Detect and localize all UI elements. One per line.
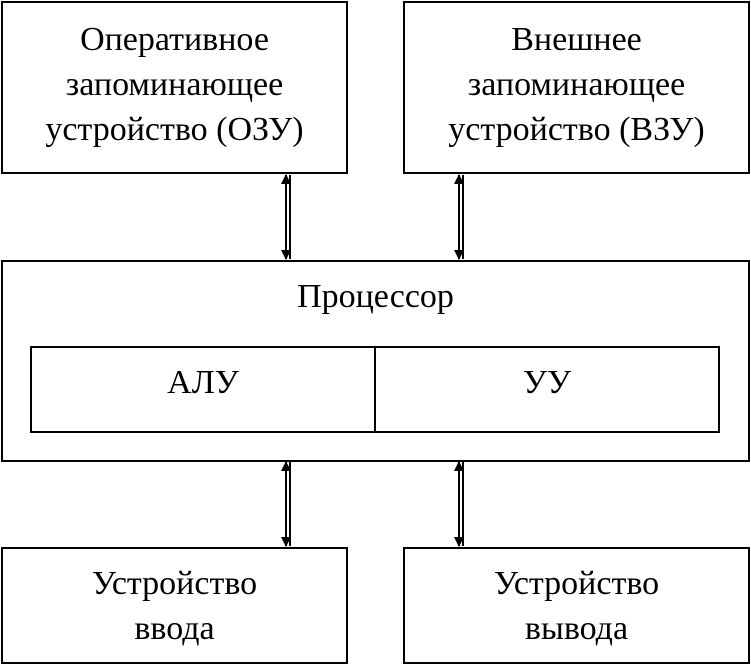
control-unit-block: УУ	[374, 346, 720, 433]
processor-label: Процессор	[297, 278, 454, 315]
control-unit-label: УУ	[522, 364, 572, 401]
arrow-external-storage-processor	[454, 174, 464, 260]
output-device-block: Устройство вывода	[403, 547, 750, 664]
input-device-label: Устройство ввода	[91, 565, 258, 647]
arrow-processor-input-device	[281, 461, 291, 547]
external-storage-block: Внешнее запоминающее устройство (ВЗУ)	[403, 1, 750, 174]
arrow-processor-output-device	[454, 461, 464, 547]
arrow-ram-processor	[281, 174, 291, 260]
input-device-block: Устройство ввода	[1, 547, 348, 664]
alu-label: АЛУ	[167, 364, 239, 401]
output-device-label: Устройство вывода	[493, 565, 660, 647]
ram-block: Оперативное запоминающее устройство (ОЗУ…	[1, 1, 348, 174]
ram-label: Оперативное запоминающее устройство (ОЗУ…	[45, 21, 304, 148]
external-storage-label: Внешнее запоминающее устройство (ВЗУ)	[448, 21, 705, 148]
alu-block: АЛУ	[30, 346, 376, 433]
